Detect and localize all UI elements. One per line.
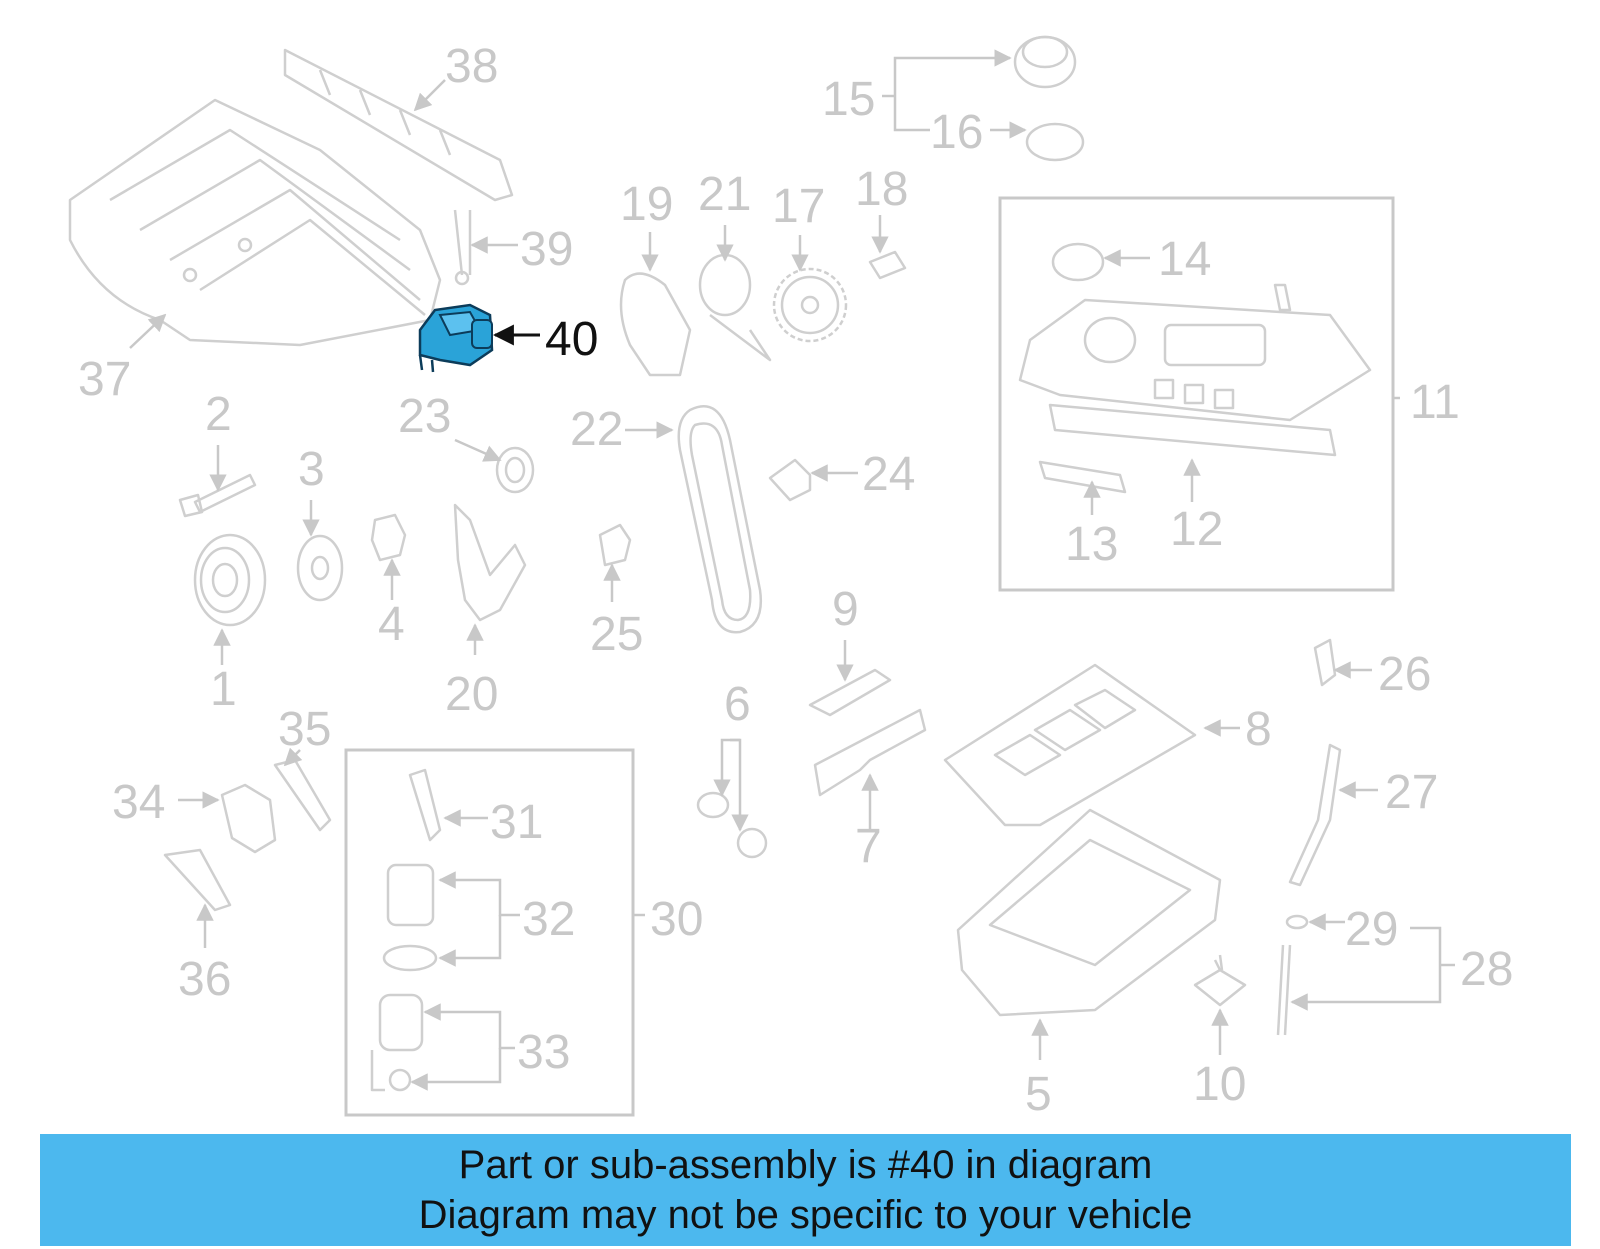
callout-23: 23 [398,390,451,443]
assembly-box-11 [998,196,1395,592]
part-3-washer [296,534,344,602]
info-banner: Part or sub-assembly is #40 in diagram D… [40,1134,1571,1246]
part-17-camshaft-sprocket [772,267,848,343]
callout-16: 16 [930,106,983,159]
part-1-crankshaft-pulley [193,533,267,627]
part-22-timing-belt [677,405,763,634]
callout-18: 18 [855,163,908,216]
callout-38: 38 [445,40,498,93]
part-9-sensor [808,668,892,717]
callout-26: 26 [1378,648,1431,701]
banner-line-1: Part or sub-assembly is #40 in diagram [458,1143,1153,1187]
callout-20: 20 [445,668,498,721]
callout-24: 24 [862,448,915,501]
part-19-timing-cover [619,272,692,377]
callout-36: 36 [178,953,231,1006]
callout-5: 5 [1025,1068,1052,1121]
callout-31: 31 [490,796,543,849]
part-2-bolt [178,473,257,518]
part-6-drain-plug [696,791,768,859]
part-12-valve-cover [1018,298,1372,457]
callout-labels: 1 2 3 4 5 6 7 8 9 10 11 12 13 14 15 16 1… [78,40,1513,1121]
callout-39: 39 [520,223,573,276]
part-24-bushing [768,458,812,502]
callout-11: 11 [1410,376,1460,429]
callout-35: 35 [278,703,331,756]
banner-line-2: Diagram may not be specific to your vehi… [418,1193,1193,1237]
callout-32: 32 [522,893,575,946]
part-23-bushing [495,446,535,494]
part-28-dipstick [1276,914,1309,1036]
callout-30: 30 [650,893,703,946]
part-14-oil-seal [1051,242,1105,282]
callout-12: 12 [1170,503,1223,556]
part-10-level-sensor [1193,954,1247,1007]
part-31-housing [408,768,442,842]
part-bolt-valve-cover [1273,283,1292,312]
leader-lines [129,49,1455,1091]
part-32-filter [382,863,438,972]
part-8-oil-pan-gasket [943,663,1197,827]
callout-34: 34 [112,776,165,829]
callout-10: 10 [1193,1058,1246,1111]
part-5-oil-pan [956,808,1222,1017]
callout-1: 1 [210,663,237,716]
callout-27: 27 [1385,766,1438,819]
part-13-gasket-strip [1038,460,1127,494]
callout-21: 21 [698,168,751,221]
callout-2: 2 [205,388,232,441]
part-33-filter-housing [370,993,424,1092]
part-37-intake-manifold [68,98,442,347]
callout-25: 25 [590,608,643,661]
callout-4: 4 [378,598,405,651]
part-27-dipstick-tube [1288,743,1342,887]
assembly-box-30 [344,748,635,1117]
part-18-key [868,250,907,280]
callout-15: 15 [822,73,875,126]
callout-9: 9 [832,583,859,636]
part-36-bracket [163,848,232,912]
part-22-belt-inner [689,422,752,622]
part-16-seal [1025,122,1085,162]
part-15-filler-cap [1013,35,1077,89]
part-40-highlighted [418,303,494,373]
part-7-baffle [813,708,927,797]
part-26-dipstick-handle [1313,638,1337,687]
part-25-sleeve [598,523,632,567]
callout-8: 8 [1245,703,1272,756]
callout-29: 29 [1345,903,1398,956]
part-21-belt-cover [698,253,772,362]
callout-6: 6 [724,678,751,731]
part-20-bracket [453,503,527,622]
callout-7: 7 [855,820,882,873]
part-34-mount [220,783,277,854]
callout-19: 19 [620,178,673,231]
part-35-gasket [273,758,332,832]
callout-13: 13 [1065,518,1118,571]
callout-3: 3 [298,443,325,496]
callout-33: 33 [517,1026,570,1079]
callout-40: 40 [545,313,598,366]
callout-14: 14 [1158,233,1211,286]
callout-37: 37 [78,353,131,406]
callout-22: 22 [570,403,623,456]
callout-17: 17 [772,180,825,233]
part-4-crank-sprocket [370,513,407,562]
part-39-stud [453,209,472,286]
part-38-manifold-gasket [283,48,514,202]
callout-28: 28 [1460,943,1513,996]
